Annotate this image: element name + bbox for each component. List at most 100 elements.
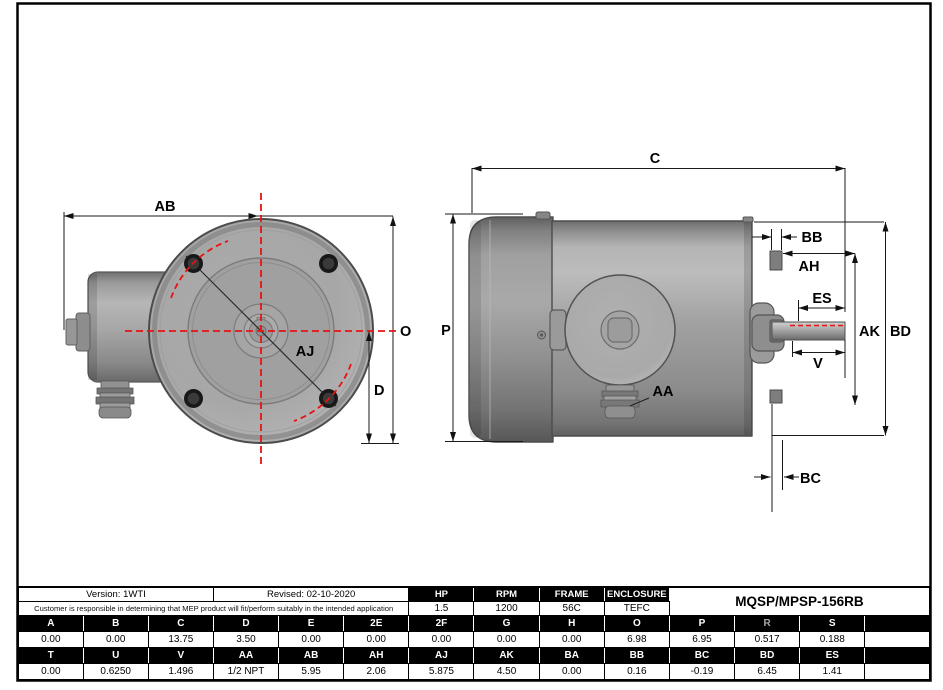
dim-header-row1_headers-4: E: [278, 615, 345, 632]
drain-screw-center: [539, 333, 544, 337]
dim-value-row1_values-10: 6.95: [668, 631, 736, 648]
side-connector: [75, 312, 91, 352]
dim-value-row1_values-11: 0.517: [734, 631, 801, 648]
dim-header-row1_headers-6: 2F: [408, 615, 475, 632]
dim-header-row1_headers-10: P: [668, 615, 736, 632]
dim-header-row1_headers-9: O: [603, 615, 670, 632]
dim-header-row1_headers-7: G: [473, 615, 540, 632]
conduit-fitting-front: [95, 380, 135, 419]
dim-header-row1_headers-8: H: [538, 615, 605, 632]
enclosure-header: ENCLOSURE: [603, 586, 670, 602]
dim-value-row1_values-9: 6.98: [603, 631, 670, 648]
front-view-centerlines: [125, 193, 398, 467]
dim-value-row1_values-4: 0.00: [278, 631, 345, 648]
dim-header-row2_headers-12: ES: [799, 647, 866, 664]
bolt-circle-arc: [170, 240, 229, 299]
dim-header-row2_headers-3: AA: [212, 647, 280, 664]
dim-value-row2_values-10: -0.19: [668, 663, 736, 681]
side-connector-tip: [65, 318, 78, 346]
dim-label-es: ES: [812, 291, 832, 307]
dim-value-row1_values-5: 0.00: [343, 631, 410, 648]
dim-header-row1_headers-2: C: [147, 615, 214, 632]
dim-label-bd: BD: [890, 324, 911, 340]
dim-header-row1_headers-13: [864, 615, 931, 632]
dim-label-v: V: [813, 356, 823, 372]
end-cap-shade: [470, 220, 481, 438]
dim-value-row2_values-6: 5.875: [408, 663, 475, 681]
dim-value-row2_values-12: 1.41: [799, 663, 866, 681]
side-view-dimensions: [445, 165, 889, 512]
dim-value-row1_values-13: [864, 631, 931, 648]
flange-tab-top: [769, 250, 783, 271]
dim-value-row2_values-4: 5.95: [278, 663, 345, 681]
thread-rib: [604, 405, 636, 419]
dim-label-ab: AB: [155, 199, 176, 215]
flange-lug: [742, 216, 754, 223]
dim-value-row1_values-2: 13.75: [147, 631, 214, 648]
version-cell: Version: 1WTI: [17, 586, 214, 602]
dim-label-bc: BC: [800, 471, 821, 487]
dim-value-row2_values-11: 6.45: [734, 663, 801, 681]
dim-value-row1_values-12: 0.188: [799, 631, 866, 648]
table-meta-row: Version: 1WTI Revised: 02-10-2020 HP RPM…: [17, 586, 931, 616]
dim-value-row2_values-2: 1.496: [147, 663, 214, 681]
hp-header: HP: [408, 586, 475, 602]
dim-header-row1_headers-5: 2E: [343, 615, 410, 632]
dim-header-row2_headers-5: AH: [343, 647, 410, 664]
bolt-circle-arc: [293, 363, 352, 422]
dim-header-row2_headers-2: V: [147, 647, 214, 664]
dim-value-row2_values-9: 0.16: [603, 663, 670, 681]
dim-value-row1_values-3: 3.50: [212, 631, 280, 648]
square-plug: [607, 317, 633, 343]
shaft: [771, 321, 846, 341]
model-number-cell: MQSP/MPSP-156RB: [668, 586, 931, 616]
conduit-fitting-side: [600, 384, 640, 419]
dim-header-row2_headers-6: AJ: [408, 647, 475, 664]
lifting-lug: [535, 211, 551, 220]
rear-end-cap: [468, 216, 554, 443]
dim-label-aj: AJ: [296, 344, 315, 360]
front-view-dimensions: [63, 212, 399, 444]
dim-header-row2_headers-8: BA: [538, 647, 605, 664]
dim-label-d: D: [374, 383, 384, 399]
dim-value-row2_values-0: 0.00: [17, 663, 84, 681]
dim-label-c: C: [650, 151, 661, 167]
dim-value-row1_values-6: 0.00: [408, 631, 475, 648]
dim-value-row2_values-3: 1/2 NPT: [212, 663, 280, 681]
conduit-box-shade: [88, 274, 97, 380]
frame-value: 56C: [538, 601, 605, 616]
bolt-hole-inner: [187, 392, 200, 405]
dim-label-ah: AH: [799, 259, 820, 275]
dim-label-o: O: [400, 324, 411, 340]
dim-value-row2_values-5: 2.06: [343, 663, 410, 681]
hp-value: 1.5: [408, 601, 475, 616]
dim-header-row2_headers-7: AK: [473, 647, 540, 664]
dim-header-row1_headers-3: D: [212, 615, 280, 632]
rpm-value: 1200: [473, 601, 540, 616]
dim-value-row1_values-0: 0.00: [17, 631, 84, 648]
flange-tab-bottom: [769, 389, 783, 404]
dim-value-row2_values-13: [864, 663, 931, 681]
dim-header-row1_headers-11: R: [734, 615, 801, 632]
rpm-header: RPM: [473, 586, 540, 602]
dim-value-row2_values-8: 0.00: [538, 663, 605, 681]
dim-header-row2_headers-11: BD: [734, 647, 801, 664]
frame-header: FRAME: [538, 586, 605, 602]
dim-header-row2_headers-1: U: [82, 647, 149, 664]
dim-label-ak: AK: [859, 324, 880, 340]
thread-rib: [98, 406, 132, 419]
dim-value-row1_values-1: 0.00: [82, 631, 149, 648]
dim-header-row1_headers-12: S: [799, 615, 866, 632]
dim-value-row1_values-8: 0.00: [538, 631, 605, 648]
dim-header-row1_headers-0: A: [17, 615, 84, 632]
enclosure-value: TEFC: [603, 601, 670, 616]
dim-header-row1_headers-1: B: [82, 615, 149, 632]
side-view-motor: [468, 211, 846, 443]
table-spec-row: Customer is responsible in determining t…: [17, 601, 930, 616]
